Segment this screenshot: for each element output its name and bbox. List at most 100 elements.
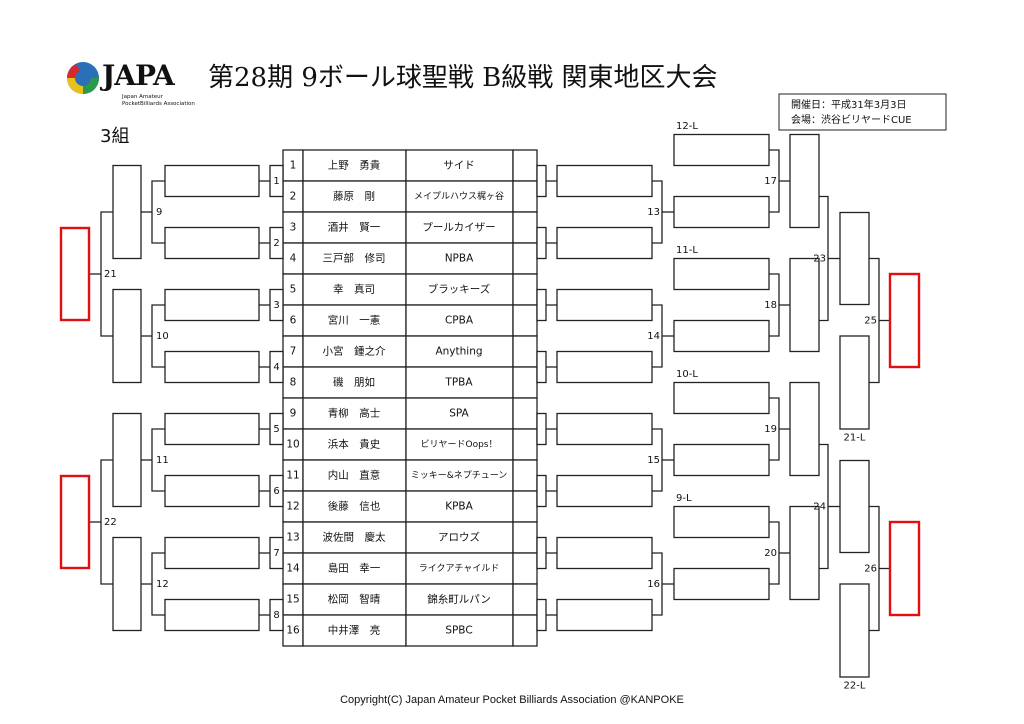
table-cell-blank [512, 304, 538, 337]
table-cell-name [302, 335, 407, 368]
match-number: 15 [647, 455, 660, 466]
right-winner-box [556, 598, 653, 632]
first-round-connector-right [536, 164, 547, 198]
match-number: 13 [647, 207, 660, 218]
left-round2-box [112, 536, 142, 632]
table-cell-name [302, 428, 407, 461]
match-number: 17 [764, 176, 777, 187]
match-number: 14 [647, 331, 660, 342]
left-winner-box [164, 164, 260, 198]
table-cell-name [302, 459, 407, 492]
right-round2-winner-box [673, 443, 770, 477]
match-number: 12 [156, 579, 169, 590]
group-label: 3組 [100, 126, 129, 147]
left-winner-box [164, 536, 260, 570]
right-round4-box [839, 459, 870, 554]
match-number: 7 [273, 548, 279, 559]
right-winner-box [556, 164, 653, 198]
player-name: 幸 真司 [333, 283, 375, 296]
loser-entry-box [673, 505, 770, 539]
table-cell-blank [512, 149, 538, 182]
left-round2-box [112, 164, 142, 260]
table-cell-team [405, 552, 514, 585]
player-name: 松岡 智晴 [328, 593, 381, 606]
logo-text: JAPA [99, 59, 176, 92]
loser-entry-box [839, 335, 870, 430]
table-cell-blank [512, 614, 538, 647]
player-team: ライクアチャイルド [419, 563, 500, 574]
match-number: 20 [764, 548, 777, 559]
table-cell-team [405, 397, 514, 430]
player-name: 磯 朋如 [333, 376, 375, 389]
player-name: 藤原 剛 [333, 191, 375, 203]
player-name: 三戸部 修司 [323, 252, 386, 265]
player-team: NPBA [445, 253, 474, 265]
match-number: 2 [273, 238, 279, 249]
loser-entry-box [673, 381, 770, 415]
left-winner-box [164, 226, 260, 260]
table-cell-team [405, 211, 514, 244]
match-number: 19 [764, 424, 777, 435]
table-cell-blank [512, 397, 538, 430]
match-number: 6 [273, 486, 279, 497]
player-team: SPBC [445, 625, 472, 637]
right-qualifier-box [888, 272, 921, 369]
table-cell-team [405, 335, 514, 368]
logo-ball-green-segment [83, 78, 99, 94]
right-winner-box [556, 536, 653, 570]
table-cell-blank [512, 552, 538, 585]
player-number: 2 [290, 191, 297, 203]
left-winner-box [164, 474, 260, 508]
right-qualifier-box [888, 520, 921, 617]
player-number: 5 [290, 284, 297, 296]
table-cell-blank [512, 428, 538, 461]
info-box [778, 93, 947, 131]
player-number: 12 [286, 501, 299, 513]
first-round-connector-right [536, 412, 547, 446]
logo-sub1: Japan Amateur [121, 94, 164, 100]
player-number: 13 [286, 532, 299, 544]
table-cell-team [405, 428, 514, 461]
match-number: 25 [864, 316, 877, 327]
right-winner-box [556, 474, 653, 508]
match-number: 11 [156, 455, 169, 466]
table-cell-blank [512, 180, 538, 213]
table-cell-name [302, 273, 407, 306]
logo-ball-red-segment [67, 64, 80, 78]
player-number: 9 [290, 408, 297, 420]
table-cell-blank [512, 521, 538, 554]
player-name: 酒井 賢一 [328, 221, 381, 234]
player-team: KPBA [445, 501, 473, 513]
player-team: アロウズ [438, 531, 480, 544]
player-number: 1 [290, 160, 297, 172]
left-winner-box [164, 412, 260, 446]
player-team: CPBA [445, 315, 474, 327]
first-round-connector-right [536, 536, 547, 570]
player-team: メイプルハウス梶ヶ谷 [414, 190, 504, 202]
left-round2-box [112, 412, 142, 508]
player-name: 島田 幸一 [328, 562, 381, 575]
player-number: 16 [286, 625, 300, 637]
match-number: 21 [104, 269, 117, 280]
table-cell-team [405, 459, 514, 492]
right-winner-box [556, 288, 653, 322]
event-venue: 会場：渋谷ビリヤードCUE [791, 113, 912, 126]
left-qualifier-box [59, 474, 91, 570]
player-team: Anything [435, 346, 482, 358]
table-cell-blank [512, 242, 538, 275]
right-round2-winner-box [673, 567, 770, 601]
match-number: 5 [273, 424, 279, 435]
loser-label: 9-L [676, 493, 692, 504]
right-winner-box [556, 412, 653, 446]
right-round2-winner-box [673, 319, 770, 353]
player-team: 錦糸町ルパン [427, 593, 491, 606]
japa-logo: JAPA Japan Amateur PocketBilliards Assoc… [67, 59, 195, 107]
player-name: 青柳 高士 [328, 407, 381, 420]
table-cell-name [302, 366, 407, 399]
match-number: 10 [156, 331, 169, 342]
player-number: 4 [290, 253, 297, 265]
table-cell-team [405, 273, 514, 306]
loser-label: 10-L [676, 369, 698, 380]
player-name: 上野 勇貴 [328, 159, 381, 172]
